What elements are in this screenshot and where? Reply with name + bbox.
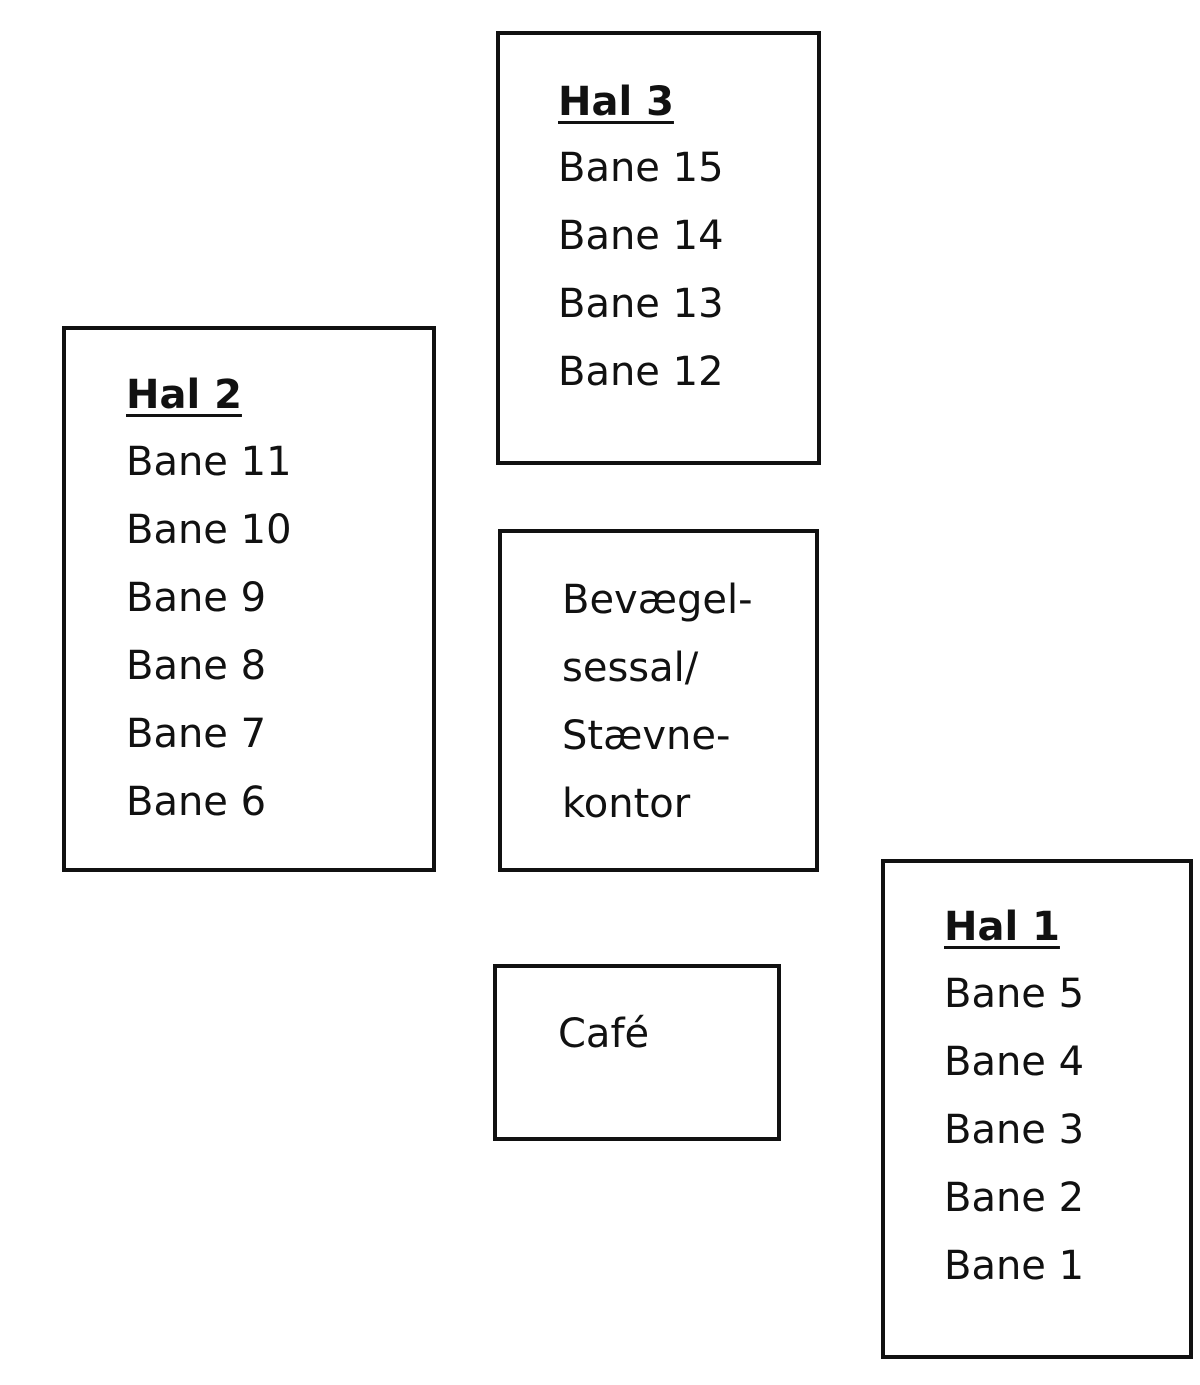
hall-1-title: Hal 1 (944, 904, 1060, 950)
lane-7: Bane 7 (126, 711, 267, 757)
lane-8: Bane 8 (126, 643, 267, 689)
hall-3-title: Hal 3 (558, 79, 674, 125)
hall-1-lane-list: Bane 5 Bane 4 Bane 3 Bane 2 Bane 1 (944, 960, 1084, 1300)
lane-11: Bane 11 (126, 439, 292, 485)
lane-15: Bane 15 (558, 145, 724, 191)
lane-13: Bane 13 (558, 281, 724, 327)
lane-2: Bane 2 (944, 1175, 1085, 1221)
lane-10: Bane 10 (126, 507, 292, 553)
hall-2-box: Hal 2 Bane 11 Bane 10 Bane 9 Bane 8 Bane… (62, 326, 436, 872)
lane-6: Bane 6 (126, 779, 267, 825)
hall-3-lane-list: Bane 15 Bane 14 Bane 13 Bane 12 (558, 134, 724, 406)
hall-3-box: Hal 3 Bane 15 Bane 14 Bane 13 Bane 12 (496, 31, 821, 465)
lane-4: Bane 4 (944, 1039, 1085, 1085)
lane-1: Bane 1 (944, 1243, 1085, 1289)
lane-12: Bane 12 (558, 349, 724, 395)
hall-2-title: Hal 2 (126, 372, 242, 418)
cafe-label: Café (558, 1011, 650, 1057)
lane-14: Bane 14 (558, 213, 724, 259)
cafe-box: Café (493, 964, 781, 1141)
lane-3: Bane 3 (944, 1107, 1085, 1153)
hall-2-lane-list: Bane 11 Bane 10 Bane 9 Bane 8 Bane 7 Ban… (126, 428, 292, 836)
office-label: Bevægel- sessal/ Stævne- kontor (562, 577, 753, 827)
lane-5: Bane 5 (944, 971, 1085, 1017)
hall-1-box: Hal 1 Bane 5 Bane 4 Bane 3 Bane 2 Bane 1 (881, 859, 1193, 1359)
office-box: Bevægel- sessal/ Stævne- kontor (498, 529, 819, 872)
lane-9: Bane 9 (126, 575, 267, 621)
